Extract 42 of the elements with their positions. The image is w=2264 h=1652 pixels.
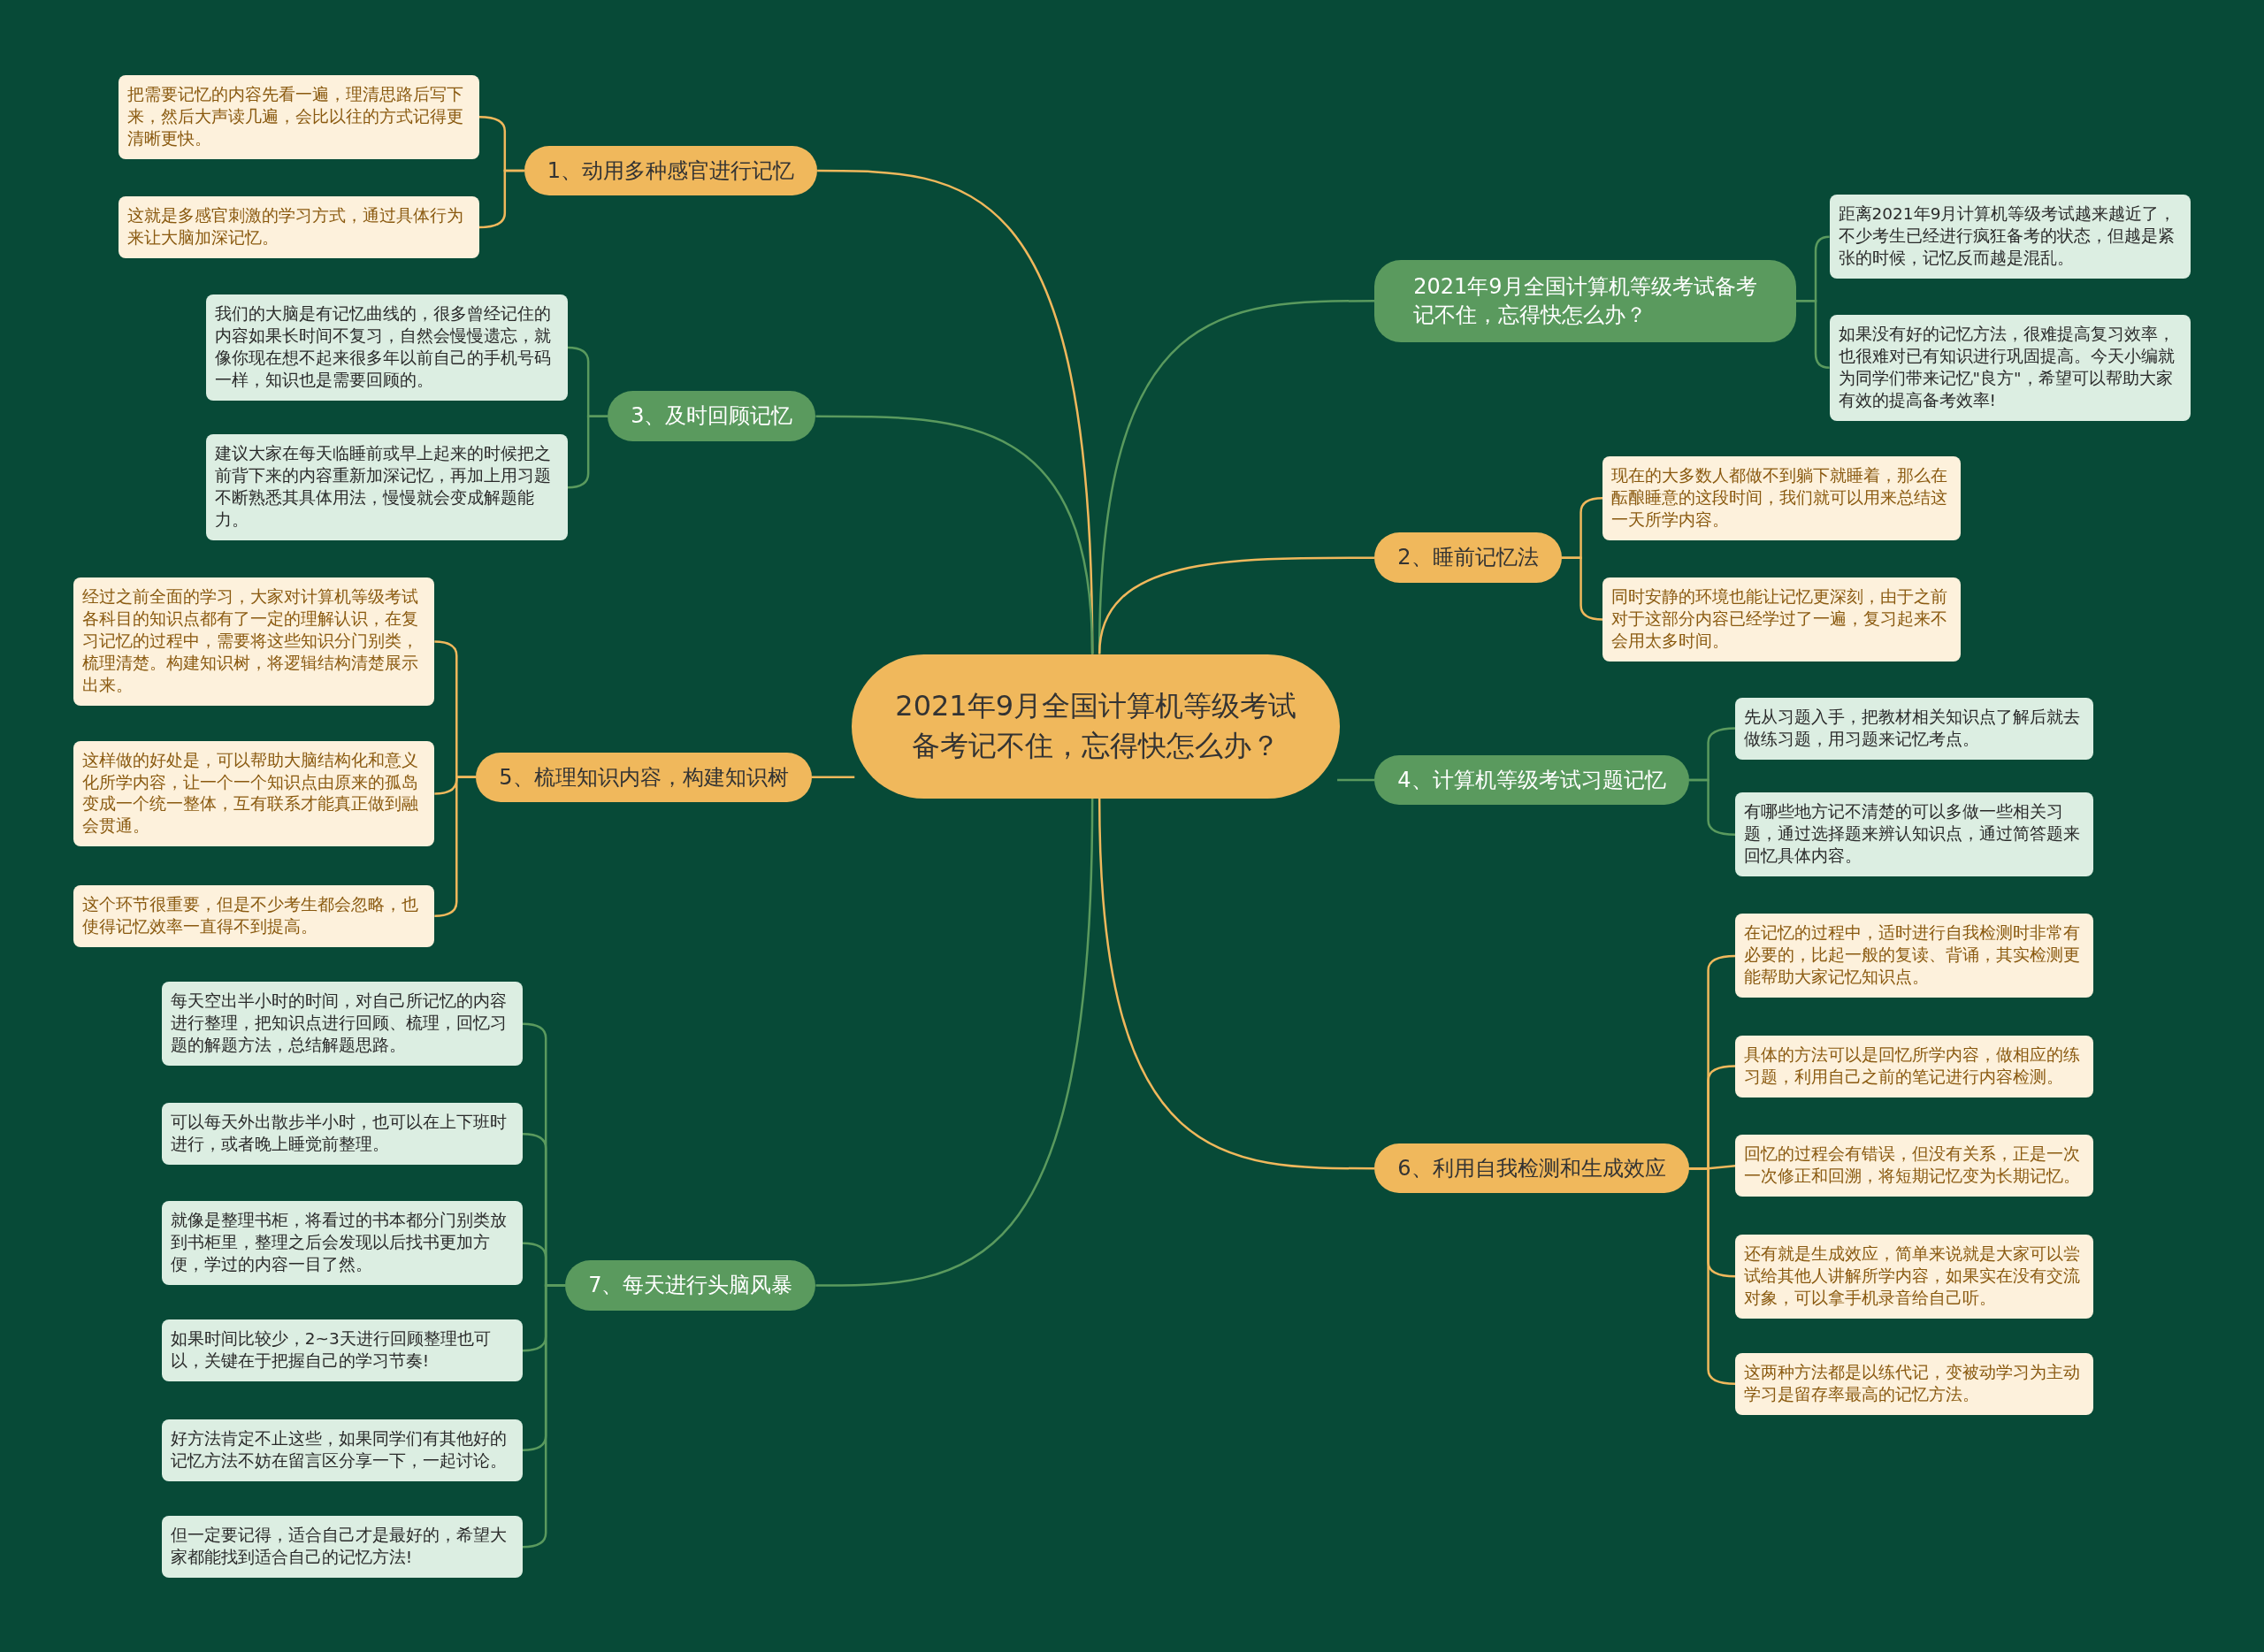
- topic-pill: 5、梳理知识内容，构建知识树: [476, 752, 812, 802]
- note-card: 就像是整理书柜，将看过的书本都分门别类放到书柜里，整理之后会发现以后找书更加方便，学过的内容一目了然。: [161, 1201, 523, 1286]
- connector-line: [1688, 778, 1736, 836]
- connector-line: [1337, 778, 1375, 782]
- note-card: 每天空出半小时的时间，对自己所记忆的内容进行整理，把知识点进行回顾、梳理，回忆习题的解题方法，总结解题思路。: [161, 982, 523, 1067]
- note-card: 这个环节很重要，但是不少考生都会忽略，也使得记忆效率一直得不到提高。: [73, 884, 435, 947]
- note-card: 现在的大多数人都做不到躺下就睡着，那么在酝酿睡意的这段时间，我们就可以用来总结这一天所学内容。: [1602, 455, 1962, 540]
- note-card: 具体的方法可以是回忆所学内容，做相应的练习题，利用自己之前的笔记进行内容检测。: [1735, 1035, 2094, 1098]
- connector-line: [811, 776, 855, 779]
- note-card: 距离2021年9月计算机等级考试越来越近了，不少考生已经进行疯狂备考的状态，但越是紧张的时候，记忆反而越是混乱。: [1829, 195, 2191, 279]
- note-card: 有哪些地方记不清楚的可以多做一些相关习题，通过选择题来辨认知识点，通过简答题来回忆具体内容。: [1735, 792, 2094, 877]
- connector-line: [1796, 300, 1830, 370]
- topic-pill: 6、利用自我检测和生成效应: [1374, 1143, 1689, 1194]
- connector-line: [522, 1284, 566, 1549]
- topic-pill: 3、及时回顾记忆: [608, 391, 816, 441]
- note-card: 如果没有好的记忆方法，很难提高复习效率，也很难对已有知识进行巩固提高。今天小编就为同学们带来记忆"良方"，希望可以帮助大家有效的提高备考效率!: [1829, 314, 2191, 421]
- topic-pill: 2、睡前记忆法: [1374, 532, 1562, 583]
- note-card: 先从习题入手，把教材相关知识点了解后就去做练习题，用习题来记忆考点。: [1735, 697, 2094, 760]
- connector-line: [1098, 556, 1375, 654]
- note-card: 我们的大脑是有记忆曲线的，很多曾经记住的内容如果长时间不复习，自然会慢慢遗忘，就像你现在想不起来很多年以前自己的手机号码一样，知识也是需要回顾的。: [206, 294, 568, 401]
- topic-pill: 1、动用多种感官进行记忆: [524, 145, 818, 196]
- note-card: 可以每天外出散步半小时，也可以在上下班时进行，或者晚上睡觉前整理。: [161, 1103, 523, 1166]
- note-card: 这就是多感官刺激的学习方式，通过具体行为来让大脑加深记忆。: [118, 196, 480, 258]
- topic-pill: 2021年9月全国计算机等级考试备考记不住，忘得快怎么办？: [1374, 259, 1796, 342]
- note-card: 这两种方法都是以练代记，变被动学习为主动学习是留存率最高的记忆方法。: [1735, 1352, 2094, 1415]
- note-card: 这样做的好处是，可以帮助大脑结构化和意义化所学内容，让一个一个知识点由原来的孤岛变成一个统一整体，互有联系才能真正做到融会贯通。: [73, 740, 435, 847]
- topic-pill: 7、每天进行头脑风暴: [565, 1260, 816, 1311]
- note-card: 回忆的过程会有错误，但没有关系，正是一次一次修正和回溯，将短期记忆变为长期记忆。: [1735, 1135, 2094, 1197]
- note-card: 还有就是生成效应，简单来说就是大家可以尝试给其他人讲解所学内容，如果实在没有交流对象，可以拿手机录音给自己听。: [1735, 1234, 2094, 1319]
- topic-pill: 4、计算机等级考试习题记忆: [1374, 754, 1689, 806]
- central-topic: 2021年9月全国计算机等级考试备考记不住，忘得快怎么办？: [852, 654, 1341, 799]
- note-card: 好方法肯定不止这些，如果同学们有其他好的记忆方法不妨在留言区分享一下，一起讨论。: [161, 1419, 523, 1481]
- note-card: 在记忆的过程中，适时进行自我检测时非常有必要的，比起一般的复读、背诵，其实检测更能帮助大家记忆知识点。: [1735, 914, 2094, 998]
- note-card: 如果时间比较少，2~3天进行回顾整理也可以，关键在于把握自己的学习节奏!: [161, 1319, 523, 1382]
- note-card: 建议大家在每天临睡前或早上起来的时候把之前背下来的内容重新加深记忆，再加上用习题不断熟悉其具体用法，慢慢就会变成解题能力。: [206, 434, 568, 541]
- note-card: 但一定要记得，适合自己才是最好的，希望大家都能找到适合自己的记忆方法!: [161, 1516, 523, 1579]
- note-card: 经过之前全面的学习，大家对计算机等级考试各科目的知识点都有了一定的理解认识，在复习记忆的过程中，需要将这些知识分门别类，梳理清楚。构建知识树，将逻辑结构清楚展示出来。: [73, 577, 435, 706]
- note-card: 同时安静的环境也能让记忆更深刻，由于之前对于这部分内容已经学过了一遍，复习起来不会用太多时间。: [1602, 577, 1962, 662]
- connector-line: [815, 415, 1094, 654]
- connector-line: [815, 798, 1094, 1287]
- connector-line: [1098, 798, 1375, 1170]
- note-card: 把需要记忆的内容先看一遍，理清思路后写下来，然后大声读几遍，会比以往的方式记得更清晰更快。: [118, 74, 480, 159]
